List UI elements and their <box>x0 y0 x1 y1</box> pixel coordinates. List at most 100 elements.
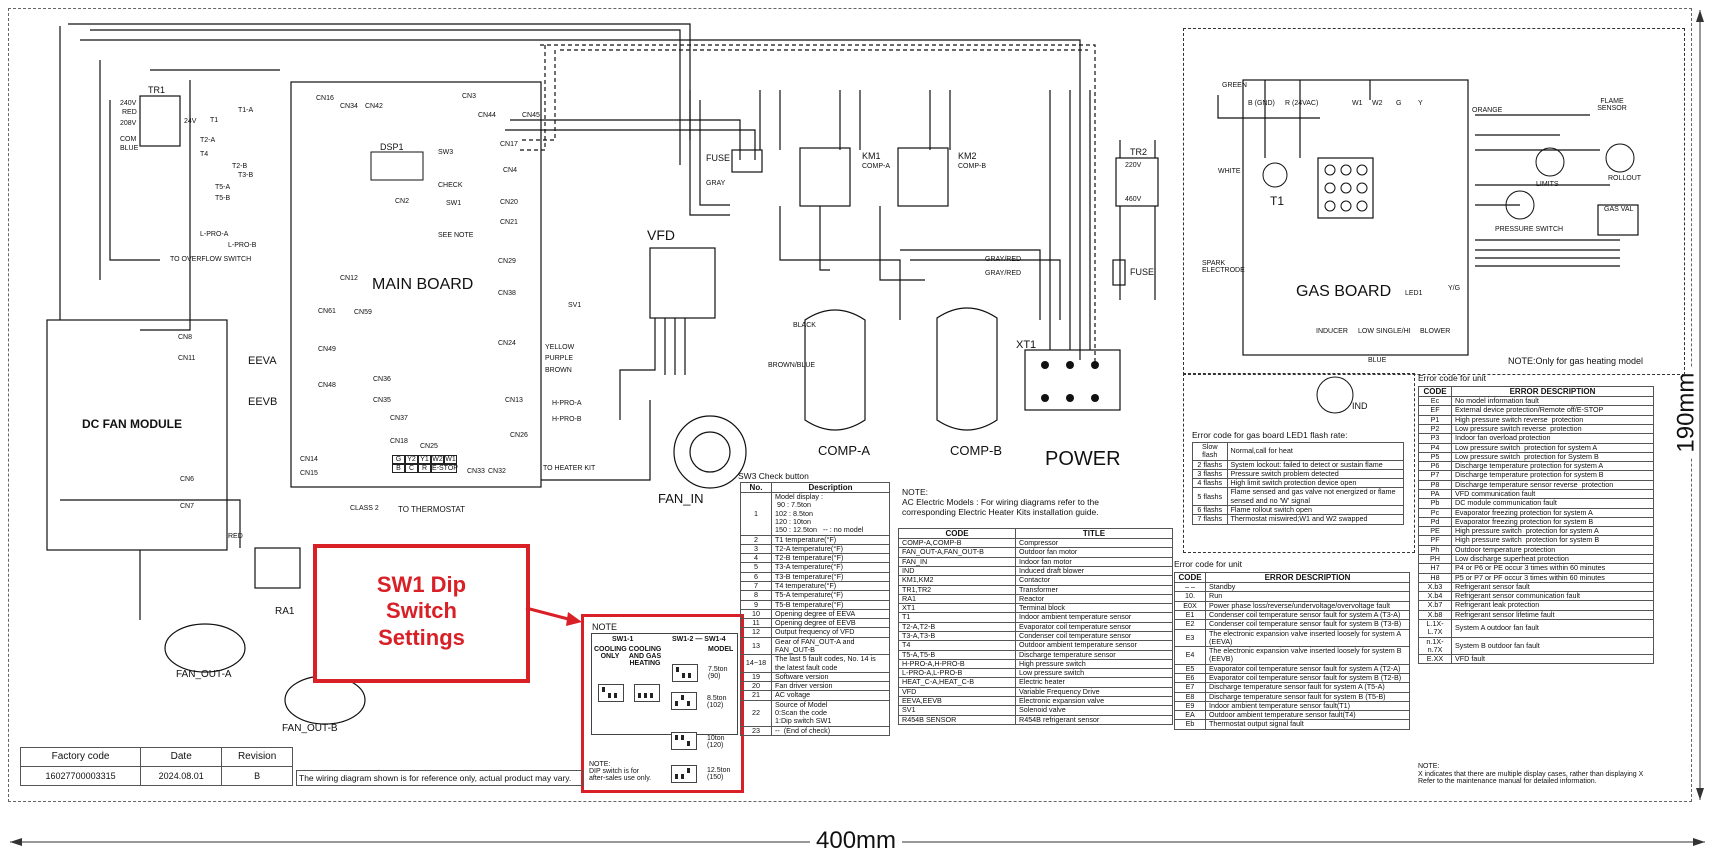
sw3-row-desc: Output frequency of VFD <box>771 627 890 638</box>
tr2-tap-460v: 460V <box>1125 196 1142 203</box>
code-title-row-code: EEVA,EEVB <box>898 695 1016 707</box>
t1-label: T1 <box>1270 194 1285 208</box>
error-2-row-desc: Discharge temperature protection for sys… <box>1451 470 1654 481</box>
fan-in-label: FAN_IN <box>658 491 704 506</box>
cn18-label: CN18 <box>390 438 408 445</box>
wire-green: GREEN <box>1222 82 1247 89</box>
overflow-switch-label: TO OVERFLOW SWITCH <box>170 256 252 263</box>
led-row-code: 4 flashs <box>1192 478 1228 489</box>
gas-term-r: R (24VAC) <box>1285 100 1319 107</box>
wire-yellow: YELLOW <box>545 344 575 351</box>
sv1-label: SV1 <box>568 302 582 309</box>
vfd-label: VFD <box>647 227 675 243</box>
gas-term-w1: W1 <box>1352 100 1363 107</box>
error-1-row-code: E8 <box>1174 691 1206 702</box>
code-title-row-desc: Electric heater <box>1015 677 1173 688</box>
error-2-row-code: L.1X- L.7X <box>1418 618 1452 638</box>
error-2-row-desc: System B outdoor fan fault <box>1451 636 1654 656</box>
wire-purple: PURPLE <box>545 355 574 362</box>
dip-switch-gas <box>634 684 660 702</box>
code-title-row-code: XT1 <box>898 603 1016 614</box>
sw3-row-code: 5 <box>740 562 772 573</box>
sw3-row-desc: -- (End of check) <box>771 725 890 736</box>
code-title-row-desc: Outdoor ambient temperature sensor <box>1015 640 1173 651</box>
error-2-row-code: PF <box>1418 535 1452 546</box>
factory-revision-value: B <box>221 766 293 786</box>
dip-sw1-1-header: SW1-1 <box>612 636 634 643</box>
gas-bottom-low: LOW <box>1358 328 1374 335</box>
sw1-dip-callout-text: SW1 Dip Switch Settings <box>376 572 467 650</box>
sw3-row-desc: AC voltage <box>771 690 890 701</box>
error-2-row-code: P7 <box>1418 470 1452 481</box>
sw3-row-desc: Source of Model 0:Scan the code 1:Dip sw… <box>771 699 890 727</box>
dip-switch-cooling <box>598 684 624 702</box>
error-2-row-desc: DC module communication fault <box>1451 498 1654 509</box>
led-table-dashed-frame <box>1183 373 1415 553</box>
fan-out-a-label: FAN_OUT-A <box>176 669 232 680</box>
cn21-label: CN21 <box>500 219 518 226</box>
cn11-label: CN11 <box>178 355 196 362</box>
code-title-row-code: FAN_OUT-A,FAN_OUT-B <box>898 547 1016 558</box>
fan-out-b-label: FAN_OUT-B <box>282 723 338 734</box>
cn37-label: CN37 <box>390 415 408 422</box>
dip-model-3: 10ton (120) <box>707 735 725 749</box>
cn35-label: CN35 <box>373 397 391 404</box>
sensor-t2-b: T2-B <box>232 163 248 170</box>
cn59-label: CN59 <box>354 309 372 316</box>
led-row-desc: System lockout: failed to detect or sust… <box>1226 459 1405 470</box>
disclaimer-text: The wiring diagram shown is for referenc… <box>296 770 583 786</box>
gas-val-label: GAS VAL <box>1604 206 1634 213</box>
cn25-label: CN25 <box>420 443 438 450</box>
cn3-label: CN3 <box>462 93 477 100</box>
code-title-row-code: T4 <box>898 640 1016 651</box>
wire-white: WHITE <box>1218 168 1241 175</box>
dip-col-cooling: COOLING ONLY <box>594 646 627 660</box>
sw3-row-code: 21 <box>740 690 772 701</box>
led-row-desc: Thermostat miswired;W1 and W2 swapped <box>1226 514 1405 525</box>
cn13-label: CN13 <box>505 397 523 404</box>
error-1-row-desc: Discharge temperature sensor fault for s… <box>1205 691 1410 702</box>
error-2-row-code: Pc <box>1418 507 1452 518</box>
main-board-label: MAIN BOARD <box>372 276 474 293</box>
error-1-row-desc: The electronic expansion valve inserted … <box>1205 628 1410 648</box>
error-1-row-desc: Outdoor ambient temperature sensor fault… <box>1205 710 1410 721</box>
led-row-desc: High limit switch protection device open <box>1226 478 1405 489</box>
wire-yg: Y/G <box>1448 285 1461 292</box>
gas-board-label: GAS BOARD <box>1296 283 1392 300</box>
cn17-label: CN17 <box>500 141 518 148</box>
error-table-1-title: Error code for unit <box>1174 559 1243 569</box>
factory-table: Factory code Date Revision 1602770000331… <box>19 747 293 786</box>
sw3-row-code: 14~18 <box>740 654 772 673</box>
error-1-row-desc: Standby <box>1205 582 1410 593</box>
code-title-row-desc: Contactor <box>1015 575 1173 586</box>
tr1-tap-24v: 24V <box>184 118 197 125</box>
gas-bottom-blower: BLOWER <box>1420 328 1451 335</box>
sensor-t4: T4 <box>200 151 209 158</box>
gas-term-b-gnd: B (GND) <box>1248 100 1275 107</box>
dip-switch-model-4 <box>671 765 697 783</box>
error-2-row-desc: Refrigerant leak protection <box>1451 600 1654 611</box>
sw3-row: 23-- (End of check) <box>740 725 890 736</box>
thermostat-terminal-block: G Y2 Y1 W2 W1 B C R E-STOP <box>392 455 462 473</box>
error-2-row-code: X.b7 <box>1418 600 1452 611</box>
code-title-row-code: T1 <box>898 612 1016 623</box>
wire-brown: BROWN <box>545 367 572 374</box>
gas-bottom-inducer: INDUCER <box>1316 328 1348 335</box>
error-2-row-desc: Discharge temperature sensor reverse pro… <box>1451 479 1654 491</box>
km1-label: KM1 <box>862 151 881 161</box>
tr2-label: TR2 <box>1130 147 1148 157</box>
